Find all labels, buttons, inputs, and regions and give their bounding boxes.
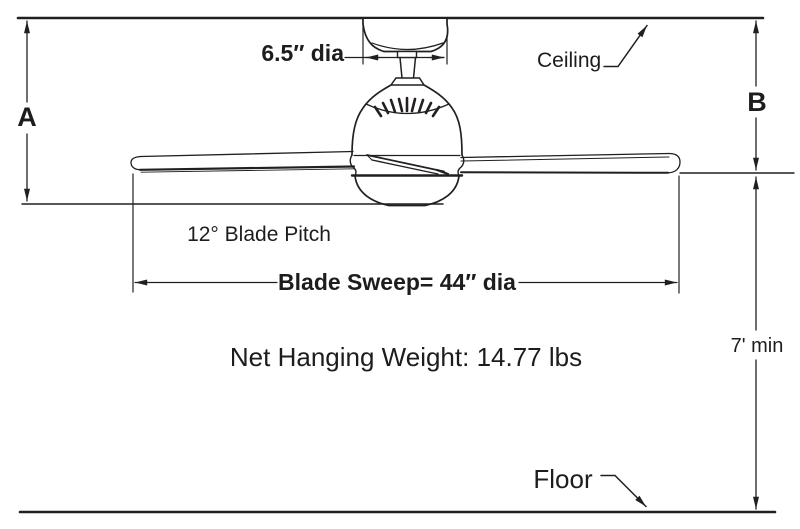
downrod	[389, 56, 426, 86]
dimension-a	[21, 20, 444, 205]
floor-leader-arrow	[600, 474, 647, 508]
canopy	[362, 18, 449, 59]
blade-pitch-label: 12° Blade Pitch	[187, 223, 331, 246]
motor-lower-shell	[354, 175, 460, 207]
blade-iron	[366, 154, 450, 176]
floor-label: Floor	[533, 464, 593, 494]
dim-b-label: B	[747, 87, 767, 117]
canopy-dia-label: 6.5″ dia	[261, 40, 344, 66]
downrod-flange	[389, 77, 426, 86]
motor-upper-shell	[351, 84, 463, 156]
left-blade	[130, 150, 356, 173]
canopy-rim	[371, 42, 444, 51]
ceiling-leader-arrow	[603, 24, 648, 68]
right-blade	[460, 152, 681, 174]
dimension-b	[679, 20, 795, 174]
net-weight-label: Net Hanging Weight: 14.77 lbs	[230, 342, 582, 372]
motor-housing	[349, 84, 465, 207]
band-side-left	[349, 154, 357, 177]
downrod-collar	[396, 50, 418, 59]
band-side-right	[457, 154, 465, 177]
dim-a-label: A	[17, 102, 37, 132]
ceiling-label: Ceiling	[537, 49, 601, 72]
blade-sweep-label: Blade Sweep= 44″ dia	[278, 269, 516, 295]
blade-sweep-dimension	[132, 173, 680, 294]
vent-slots	[373, 96, 441, 118]
min-clearance-label: 7' min	[731, 335, 784, 357]
